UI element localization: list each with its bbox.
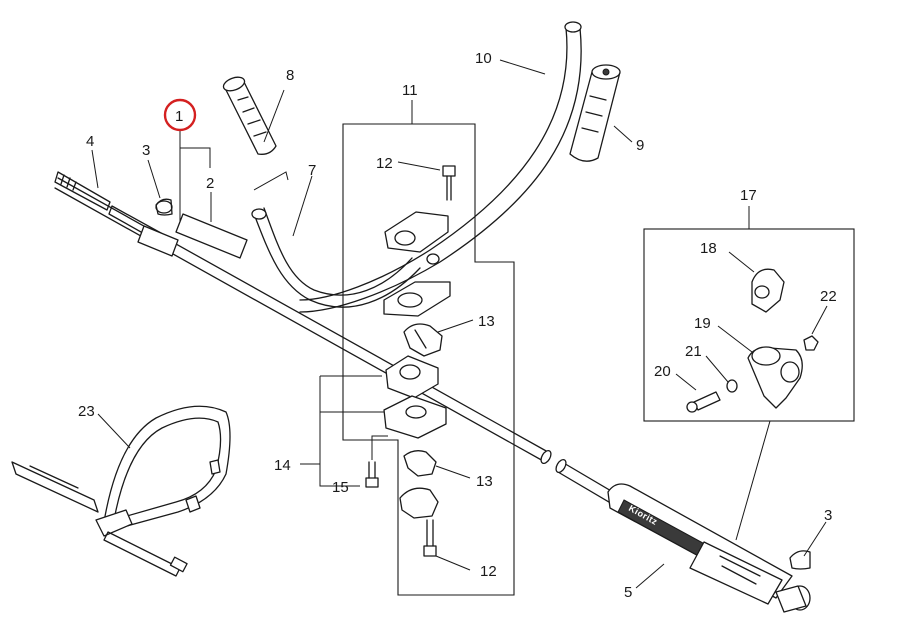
grip-part-9 xyxy=(569,64,621,162)
callout-10: 10 xyxy=(475,50,492,67)
highlight-circle xyxy=(163,98,197,132)
callout-15: 15 xyxy=(332,479,349,496)
callout-8: 8 xyxy=(286,67,294,84)
callout-13-lower: 13 xyxy=(476,473,493,490)
handle-bar-part-10 xyxy=(299,21,582,313)
callout-12-lower: 12 xyxy=(480,563,497,580)
handle-bar-part-7 xyxy=(251,207,421,308)
ring-part-3-upper xyxy=(155,198,173,216)
callout-1: 1 xyxy=(175,108,183,125)
callout-4: 4 xyxy=(86,133,94,150)
callout-12-upper: 12 xyxy=(376,155,393,172)
shaft-clamp-assembly xyxy=(365,355,447,557)
callout-3-upper: 3 xyxy=(142,142,150,159)
callout-7: 7 xyxy=(308,162,316,179)
callout-22: 22 xyxy=(820,288,837,305)
callout-labels: 1 2 3 4 7 8 9 10 11 12 13 14 15 13 12 17… xyxy=(78,50,837,601)
leader-lines xyxy=(91,59,828,589)
main-shaft xyxy=(54,177,641,519)
callout-13-upper: 13 xyxy=(478,313,495,330)
callout-21: 21 xyxy=(685,343,702,360)
callout-19: 19 xyxy=(694,315,711,332)
callout-11: 11 xyxy=(402,82,418,99)
callout-3-lower: 3 xyxy=(824,507,832,524)
grip-part-8 xyxy=(222,76,277,155)
callout-20: 20 xyxy=(654,363,671,380)
shoulder-harness-part-23 xyxy=(11,405,231,577)
gear-housing-part-5: Kioritz xyxy=(607,483,811,613)
callout-9: 9 xyxy=(636,137,644,154)
callout-23: 23 xyxy=(78,403,95,420)
callout-14: 14 xyxy=(274,457,291,474)
sleeve-part-2 xyxy=(175,213,248,259)
callout-5: 5 xyxy=(624,584,632,601)
ring-part-3-lower xyxy=(789,550,811,570)
callout-17: 17 xyxy=(740,187,757,204)
assembly-box-17 xyxy=(643,228,855,422)
callout-2: 2 xyxy=(206,175,214,192)
shaft-grip-sleeve xyxy=(137,225,179,257)
callout-18: 18 xyxy=(700,240,717,257)
handle-clamp-assembly xyxy=(383,165,456,357)
assembly-box-11 xyxy=(342,123,515,596)
guard-bracket-assembly xyxy=(686,268,819,413)
